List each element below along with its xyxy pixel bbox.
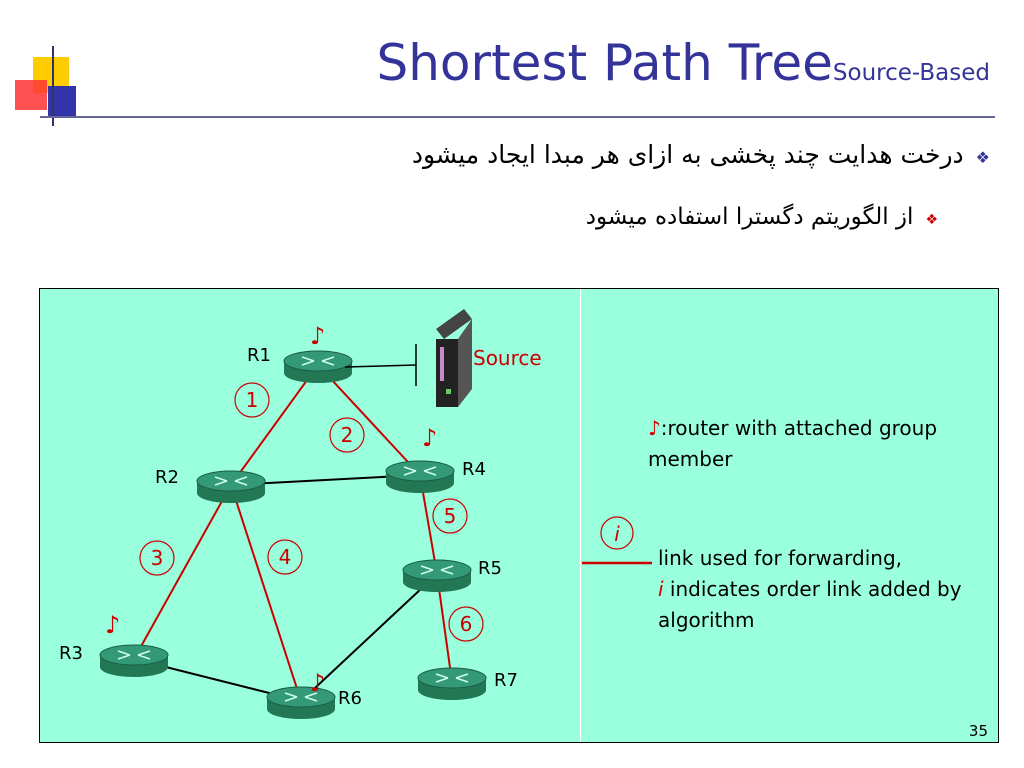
legend-link-text-2: indicates order link added by algorithm — [658, 577, 962, 632]
bullet-2-text: از الگوریتم دگسترا استفاده میشود — [585, 204, 914, 230]
legend-member-text: :router with attached group member — [648, 416, 938, 471]
router-arrows-icon — [435, 673, 469, 683]
member-note-icon-R4: ♪ — [422, 424, 437, 452]
svg-text:5: 5 — [444, 504, 457, 528]
router-label-R1: R1 — [247, 345, 271, 366]
tree-link-R2-R3 — [133, 484, 232, 660]
panel-divider — [580, 289, 581, 742]
legend-link-symbol: i — [658, 577, 664, 601]
order-circles-layer: 1 2 3 4 5 6 — [139, 382, 484, 642]
router-R2 — [196, 470, 266, 503]
router-R6 — [266, 686, 336, 719]
svg-text:6: 6 — [460, 612, 473, 636]
bullet-diamond-icon: ❖ — [925, 212, 938, 228]
router-label-R4: R4 — [462, 459, 486, 480]
router-arrows-icon — [214, 476, 248, 486]
tree-link-R1-R2 — [230, 364, 319, 486]
member-note-icon-R1: ♪ — [310, 322, 325, 350]
router-label-R5: R5 — [478, 558, 502, 579]
svg-text:3: 3 — [151, 546, 164, 570]
page-title: Shortest Path TreeSource-Based — [376, 34, 991, 92]
member-note-icon: ♪ — [648, 416, 661, 440]
svg-text:4: 4 — [279, 545, 292, 569]
router-R3 — [99, 644, 169, 677]
router-arrows-icon — [301, 356, 335, 366]
router-R5 — [402, 559, 472, 592]
source-label: Source — [473, 346, 542, 370]
legend-order-symbol: i — [614, 522, 620, 546]
link-R6-R5 — [300, 573, 438, 702]
order-circle-2: 2 — [329, 417, 365, 453]
legend-member: ♪:router with attached group member — [648, 413, 948, 475]
svg-text:2: 2 — [341, 423, 354, 447]
order-circle-1: 1 — [234, 382, 270, 418]
legend-link-sample: i — [582, 516, 652, 565]
deco-vline — [52, 46, 54, 126]
order-circle-3: 3 — [139, 540, 175, 576]
router-label-R6: R6 — [338, 688, 362, 709]
svg-text:1: 1 — [246, 388, 259, 412]
page-number: 35 — [968, 722, 988, 740]
tree-link-R1-R4 — [317, 364, 421, 476]
server-icon — [436, 339, 458, 407]
bullet-1-text: درخت هدایت چند پخشی به ازای هر مبدا ایجا… — [411, 140, 964, 169]
member-note-icon-R3: ♪ — [105, 611, 120, 639]
title-rule — [40, 116, 995, 118]
member-note-icon-R6: ♪ — [310, 669, 325, 697]
tree-link-R5-R7 — [436, 573, 453, 683]
order-circle-6: 6 — [448, 606, 484, 642]
router-label-R7: R7 — [494, 670, 518, 691]
router-R7 — [417, 667, 487, 700]
router-label-R2: R2 — [155, 467, 179, 488]
order-circle-4: 4 — [267, 539, 303, 575]
deco-square-red — [15, 80, 47, 110]
router-arrows-icon — [284, 692, 318, 702]
router-arrows-icon — [420, 565, 454, 575]
router-label-R3: R3 — [59, 643, 83, 664]
router-arrows-icon — [403, 466, 437, 476]
tree-link-R2-R6 — [230, 484, 302, 702]
bullet-2: ❖ از الگوریتم دگسترا استفاده میشود — [586, 204, 938, 230]
router-R1 — [283, 350, 353, 383]
order-circle-5: 5 — [432, 498, 468, 534]
router-R4 — [385, 460, 455, 493]
page-subtitle: Source-Based — [832, 60, 990, 86]
bullet-1: ❖ درخت هدایت چند پخشی به ازای هر مبدا ایج… — [412, 140, 990, 169]
bullet-diamond-icon: ❖ — [975, 148, 990, 167]
router-arrows-icon — [117, 650, 151, 660]
source-host: Source — [344, 309, 542, 407]
legend-link-text-1: link used for forwarding, — [658, 546, 903, 570]
legend-link: link used for forwarding, i indicates ord… — [658, 543, 968, 636]
links-layer — [133, 364, 453, 702]
